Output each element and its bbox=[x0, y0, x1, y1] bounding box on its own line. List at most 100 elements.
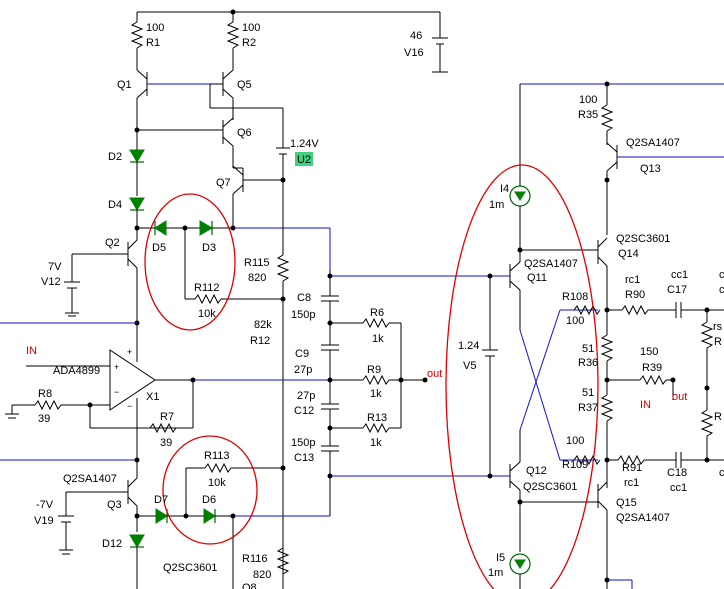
r7-resistor bbox=[149, 422, 177, 434]
v16-battery bbox=[432, 37, 448, 73]
r39-value-label: 150 bbox=[640, 346, 658, 358]
i5-source bbox=[509, 553, 531, 589]
edge-label-c2: c bbox=[719, 284, 724, 296]
v12-value-label: 7V bbox=[48, 261, 62, 273]
cc1-a-label: cc1 bbox=[671, 269, 688, 281]
in-label-left: IN bbox=[26, 345, 37, 357]
cap-ladder bbox=[321, 270, 339, 516]
r112-value-label: 10k bbox=[198, 308, 216, 320]
c8-value-label: 150p bbox=[291, 309, 315, 321]
edge-label-c3: c bbox=[719, 467, 724, 479]
r1-value-label: 100 bbox=[146, 22, 164, 34]
r112-label: R112 bbox=[194, 282, 219, 294]
d2-diode bbox=[129, 149, 145, 196]
d7-label: D7 bbox=[154, 494, 168, 506]
q5-transistor bbox=[209, 69, 234, 120]
r108-value-label: 100 bbox=[566, 315, 584, 327]
r12-label: R12 bbox=[250, 335, 270, 347]
neg-rail bbox=[0, 457, 140, 463]
out-label-left: out bbox=[427, 368, 442, 380]
q11-transistor bbox=[509, 249, 598, 330]
v19-label: V19 bbox=[34, 515, 54, 527]
r6-value-label: 1k bbox=[372, 333, 384, 345]
q2-label: Q2 bbox=[105, 237, 120, 249]
q3-label: Q3 bbox=[107, 499, 122, 511]
edge-label-r2: R bbox=[714, 411, 722, 423]
r90-label: R90 bbox=[625, 289, 645, 301]
q2-transistor bbox=[0, 239, 140, 345]
right-top-rail bbox=[519, 81, 724, 170]
q11-q12-feeds bbox=[330, 273, 510, 479]
cross-coupling bbox=[519, 309, 598, 461]
d6-label: D6 bbox=[202, 494, 216, 506]
r2-value-label: 100 bbox=[242, 22, 260, 34]
opamp-minus-in: − bbox=[114, 387, 119, 397]
opamp-plus-top: + bbox=[127, 347, 132, 357]
q6-label: Q6 bbox=[237, 127, 252, 139]
r116-label: R116 bbox=[242, 553, 267, 565]
i5-label: I5 bbox=[496, 552, 505, 564]
cc1-b-label: cc1 bbox=[670, 482, 687, 494]
r37-value-label: 51 bbox=[582, 387, 594, 399]
c13-label: C13 bbox=[294, 452, 314, 464]
d12-label: D12 bbox=[102, 538, 122, 550]
q7-transistor bbox=[232, 165, 286, 228]
q1-label: Q1 bbox=[117, 79, 132, 91]
r109-resistor bbox=[573, 454, 601, 466]
r109-label: R109 bbox=[562, 459, 588, 471]
r2-resistor bbox=[226, 12, 240, 70]
r36-value-label: 51 bbox=[582, 343, 594, 355]
q5-label: Q5 bbox=[237, 79, 252, 91]
r35-label: R35 bbox=[578, 109, 598, 121]
r6-r9-r13-ladder bbox=[330, 317, 428, 434]
d12-diode bbox=[129, 534, 145, 589]
q6-transistor bbox=[134, 110, 243, 169]
q11-label: Q11 bbox=[527, 272, 547, 284]
r36-r37-column bbox=[600, 334, 614, 488]
d7-d6-string bbox=[137, 462, 330, 589]
r6-label: R6 bbox=[370, 307, 384, 319]
q8-label: Q8 bbox=[242, 582, 257, 589]
r9-value-label: 1k bbox=[370, 388, 382, 400]
v5-value-label: 1.24 bbox=[458, 340, 479, 352]
r91-label: R91 bbox=[622, 462, 642, 474]
q13-label: Q13 bbox=[640, 163, 661, 175]
r109-value-label: 100 bbox=[566, 435, 584, 447]
u2-label: U2 bbox=[297, 154, 311, 166]
r113-value-label: 10k bbox=[208, 477, 226, 489]
r2-label: R2 bbox=[242, 37, 256, 49]
r108-label: R108 bbox=[562, 291, 588, 303]
i5-value-label: 1m bbox=[488, 567, 503, 579]
d4-diode bbox=[129, 197, 145, 240]
right-edge-resistors bbox=[700, 310, 714, 460]
out-label-right: out bbox=[672, 391, 687, 403]
r116-value-label: 820 bbox=[253, 569, 271, 581]
v16-value-label: 46 bbox=[410, 30, 422, 42]
u2-source bbox=[233, 107, 313, 180]
top-rail bbox=[137, 9, 441, 38]
opamp-plus-in: + bbox=[114, 362, 119, 372]
r108-resistor bbox=[573, 304, 601, 316]
x1-opamp bbox=[26, 345, 330, 450]
c13-value-label: 150p bbox=[291, 437, 315, 449]
in-label-right: IN bbox=[640, 399, 651, 411]
q14-transistor bbox=[597, 237, 610, 335]
r7-label: R7 bbox=[160, 411, 174, 423]
c8-label: C8 bbox=[297, 292, 311, 304]
q12-type-label: Q2SC3601 bbox=[523, 481, 577, 493]
ada-label: ADA4899 bbox=[53, 365, 100, 377]
v16-label: V16 bbox=[404, 47, 424, 59]
d2-label: D2 bbox=[108, 151, 122, 163]
q13-type-label: Q2SA1407 bbox=[626, 137, 680, 149]
r35-resistor bbox=[600, 84, 614, 145]
q3-transistor bbox=[58, 450, 140, 555]
rc1-b-label: rc1 bbox=[624, 477, 639, 489]
q7-label: Q7 bbox=[216, 177, 231, 189]
i4-label: I4 bbox=[500, 183, 509, 195]
q12-transistor bbox=[509, 430, 598, 552]
v19-value-label: -7V bbox=[36, 499, 54, 511]
d5-label: D5 bbox=[152, 242, 166, 254]
r91-c18 bbox=[607, 452, 724, 468]
r13-value-label: 1k bbox=[370, 437, 382, 449]
